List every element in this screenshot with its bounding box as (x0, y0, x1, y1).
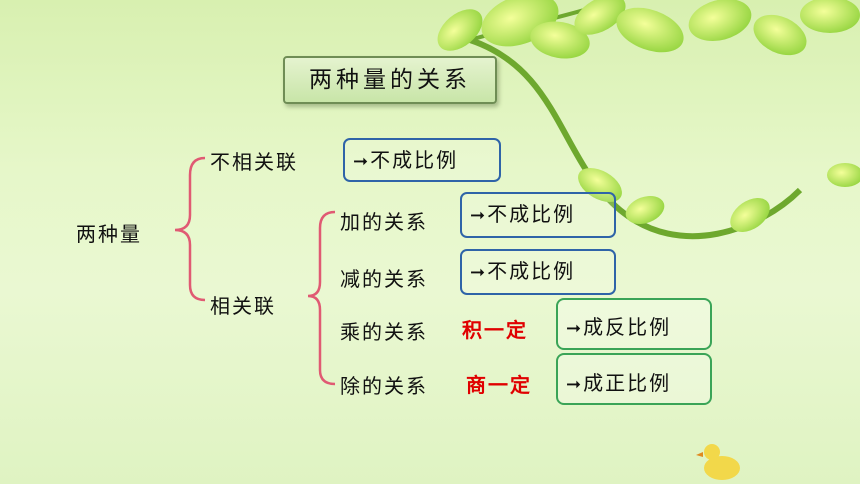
unrelated-result: 不成比例 (370, 148, 459, 172)
relation-subtract-result-box: ➞不成比例 (460, 249, 616, 295)
arrow-icon: ➞ (470, 205, 486, 226)
arrow-icon: ➞ (470, 262, 486, 283)
relation-divide-result-box: ➞成正比例 (556, 353, 712, 405)
root-label: 两种量 (76, 222, 142, 246)
unrelated-label: 不相关联 (210, 150, 298, 174)
relation-add-label: 加的关系 (340, 210, 428, 234)
relation-divide-result: 成正比例 (583, 371, 672, 395)
related-label: 相关联 (210, 294, 276, 318)
relation-subtract-label: 减的关系 (340, 267, 428, 291)
relation-add-result: 不成比例 (487, 202, 576, 226)
arrow-icon: ➞ (566, 374, 582, 395)
relation-multiply-label: 乘的关系 (340, 320, 428, 344)
relation-subtract-result: 不成比例 (487, 259, 576, 283)
relation-add-result-box: ➞不成比例 (460, 192, 616, 238)
arrow-icon: ➞ (566, 318, 582, 339)
arrow-icon: ➞ (353, 151, 369, 172)
relation-divide-label: 除的关系 (340, 374, 428, 398)
relation-divide-condition: 商一定 (466, 373, 532, 397)
relation-multiply-condition: 积一定 (462, 318, 528, 342)
diagram-title: 两种量的关系 (283, 56, 497, 104)
unrelated-result-box: ➞不成比例 (343, 138, 501, 182)
relation-multiply-result: 成反比例 (583, 315, 672, 339)
relation-multiply-result-box: ➞成反比例 (556, 298, 712, 350)
